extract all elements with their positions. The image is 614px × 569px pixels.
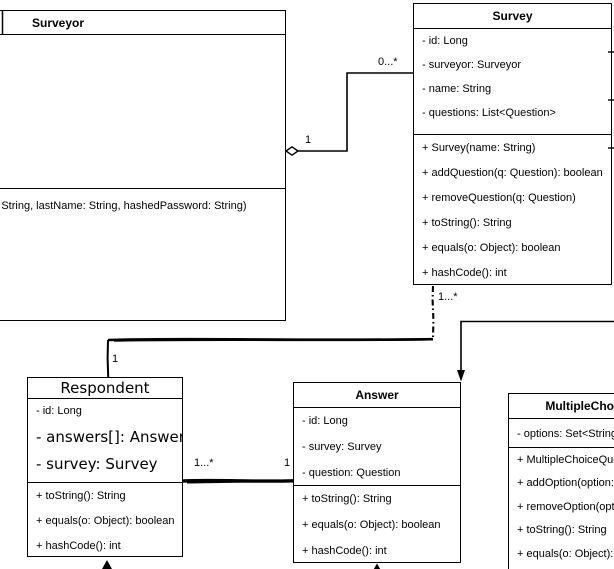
method-row: + MultipleChoiceQuestion(name: String) bbox=[517, 453, 614, 466]
method-row: + equals(o: Object): boolean bbox=[517, 547, 614, 560]
attribute-row: - question: Question bbox=[302, 467, 401, 479]
method-row: + toString(): String bbox=[422, 216, 512, 229]
class-box-surveyor[interactable]: Surveyor + Surveyor(firstName: String, l… bbox=[0, 10, 286, 321]
multiplicity-label-respondent-right[interactable]: 1...* bbox=[194, 457, 214, 469]
class-title-surveyor: Surveyor bbox=[0, 11, 285, 35]
class-title-multiple-choice-question: MultipleChoiceQuestion bbox=[509, 394, 614, 419]
attribute-row: - id: Long bbox=[302, 415, 348, 427]
multiple-choice-methods-section: + MultipleChoiceQuestion(name: String) +… bbox=[509, 448, 614, 566]
multiplicity-label-surveyor-end[interactable]: 1 bbox=[305, 134, 312, 146]
attribute-row: - id: Long bbox=[36, 405, 82, 417]
answer-attributes-section: - id: Long - survey: Survey - question: … bbox=[294, 408, 460, 486]
multiplicity-label-survey-bottom[interactable]: 1...* bbox=[438, 291, 458, 303]
respondent-methods-section: + toString(): String + equals(o: Object)… bbox=[28, 483, 182, 558]
method-row: + equals(o: Object): boolean bbox=[302, 519, 441, 531]
attribute-row: - id: Long bbox=[422, 35, 468, 47]
method-row: + removeOption(option: String) bbox=[517, 500, 614, 513]
attribute-row: - name: String bbox=[422, 83, 492, 95]
respondent-attributes-section: - id: Long - answers[]: Answer - survey:… bbox=[28, 399, 182, 483]
method-row: + equals(o: Object): boolean bbox=[422, 241, 561, 254]
survey-attributes-section: - id: Long - surveyor: Surveyor - name: … bbox=[414, 29, 611, 135]
method-row: + removeQuestion(q: Question) bbox=[422, 191, 576, 204]
method-row: + equals(o: Object): boolean bbox=[36, 514, 175, 527]
multiplicity-label-answer-left[interactable]: 1 bbox=[284, 457, 291, 469]
survey-methods-section: + Survey(name: String) + addQuestion(q: … bbox=[414, 135, 611, 285]
class-title-respondent: Respondent bbox=[28, 378, 182, 399]
method-row: + hashCode(): int bbox=[36, 539, 121, 552]
attribute-row: - questions: List<Question> bbox=[422, 107, 556, 119]
surveyor-attributes-section bbox=[0, 35, 285, 189]
method-row: + toString(): String bbox=[36, 489, 126, 502]
connector-survey-respondent-vertical[interactable] bbox=[431, 285, 435, 340]
attribute-row: - surveyor: Surveyor bbox=[422, 59, 522, 71]
method-row: + hashCode(): int bbox=[422, 266, 507, 279]
connector-surveyor-survey[interactable] bbox=[298, 72, 413, 152]
multiple-choice-attributes-section: - options: Set<String> bbox=[509, 419, 614, 448]
connector-survey-respondent-drop[interactable] bbox=[106, 339, 110, 378]
method-row: + Survey(name: String) bbox=[422, 141, 536, 154]
connector-question-answer[interactable] bbox=[460, 320, 614, 372]
method-row: + hashCode(): int bbox=[302, 545, 387, 557]
connector-survey-respondent-rough-stroke bbox=[113, 339, 429, 342]
arrowhead-down-icon bbox=[457, 370, 465, 382]
class-title-survey: Survey bbox=[414, 4, 611, 29]
attribute-row: - survey: Survey bbox=[36, 454, 158, 473]
method-row: + toString(): String bbox=[517, 524, 607, 537]
attribute-row: - options: Set<String> bbox=[517, 427, 614, 440]
arrowhead-up-respondent-icon bbox=[102, 560, 112, 569]
class-box-survey[interactable]: Survey - id: Long - surveyor: Surveyor -… bbox=[413, 3, 612, 285]
attribute-row: - answers[]: Answer bbox=[36, 427, 182, 446]
attribute-row: - survey: Survey bbox=[302, 441, 382, 453]
multiplicity-label-survey-end[interactable]: 0...* bbox=[378, 56, 398, 68]
arrowhead-up-answer-icon bbox=[373, 563, 381, 569]
method-row: + toString(): String bbox=[302, 493, 392, 505]
class-box-respondent[interactable]: Respondent - id: Long - answers[]: Answe… bbox=[27, 377, 183, 557]
aggregation-diamond-icon bbox=[284, 145, 300, 157]
method-row: + addQuestion(q: Question): boolean bbox=[422, 166, 603, 179]
class-box-answer[interactable]: Answer - id: Long - survey: Survey - que… bbox=[293, 382, 461, 563]
class-box-multiple-choice-question[interactable]: MultipleChoiceQuestion - options: Set<St… bbox=[508, 393, 614, 569]
method-row: + addOption(option: String): boolean bbox=[517, 477, 614, 490]
class-title-answer: Answer bbox=[294, 383, 460, 408]
surveyor-methods-section: + Surveyor(firstName: String, lastName: … bbox=[0, 189, 285, 319]
connector-respondent-answer[interactable] bbox=[182, 478, 294, 483]
multiplicity-label-respondent-top[interactable]: 1 bbox=[112, 353, 119, 365]
answer-methods-section: + toString(): String + equals(o: Object)… bbox=[294, 486, 460, 562]
connector-survey-respondent-horizontal[interactable] bbox=[107, 337, 434, 342]
method-row: + Surveyor(firstName: String, lastName: … bbox=[0, 200, 247, 212]
connector-respondent-answer-rough-stroke bbox=[186, 480, 291, 484]
